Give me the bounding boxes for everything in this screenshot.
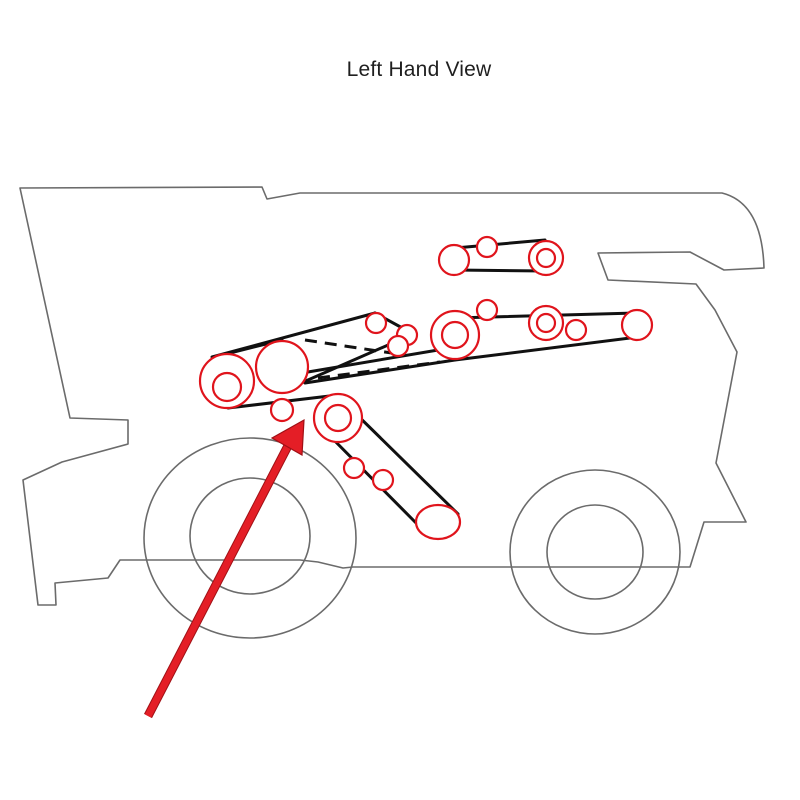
pulley-bottom [414, 503, 462, 541]
arrow-head [270, 418, 305, 456]
pulley-mid-right [527, 304, 565, 342]
pulley-lower-center [312, 392, 364, 444]
belt-cross-upper [300, 346, 452, 375]
pulley-main-center-hub [440, 320, 470, 350]
pulley-lower-idler-a [342, 456, 366, 480]
arrow-shaft [144, 438, 295, 718]
belt-hidden-lower [317, 360, 441, 380]
pulley-left-large-hub [211, 371, 243, 403]
pulley-mid-small [475, 298, 499, 322]
pulley-left-small [269, 397, 295, 423]
combine-body-outline [19, 186, 765, 606]
diagram-title: Left Hand View [346, 58, 492, 81]
pulley-lower-center-hub [323, 403, 353, 433]
pulley-top-right [527, 239, 565, 277]
rear-wheel-tire [509, 469, 681, 635]
pulley-mid-right-hub [535, 312, 557, 334]
front-wheel-tire [143, 437, 357, 639]
pulley-group [198, 235, 654, 541]
pulley-idler-c [386, 334, 410, 358]
pulley-left-drive [254, 339, 310, 395]
belt-lower-right [348, 406, 460, 516]
pulley-far-right [620, 308, 654, 342]
pulley-mid-right-small [564, 318, 588, 342]
pulley-lower-idler-b [371, 468, 395, 492]
front-wheel-rim [189, 477, 311, 595]
pulley-main-center [429, 309, 481, 361]
pulley-idler-a [364, 311, 388, 335]
pulley-top-small [475, 235, 499, 259]
pulley-top-right-hub [535, 247, 557, 269]
belt-top-lower [453, 268, 547, 273]
belt-top-upper [453, 238, 547, 250]
belt-cross-lower [303, 358, 457, 385]
pointer-arrow [144, 418, 305, 719]
belt-hidden-upper [304, 338, 399, 356]
rear-wheel-rim [546, 504, 644, 600]
pulley-left-large [198, 352, 256, 410]
belt-main-lower-right [453, 335, 640, 362]
pulley-top-left [437, 243, 471, 277]
